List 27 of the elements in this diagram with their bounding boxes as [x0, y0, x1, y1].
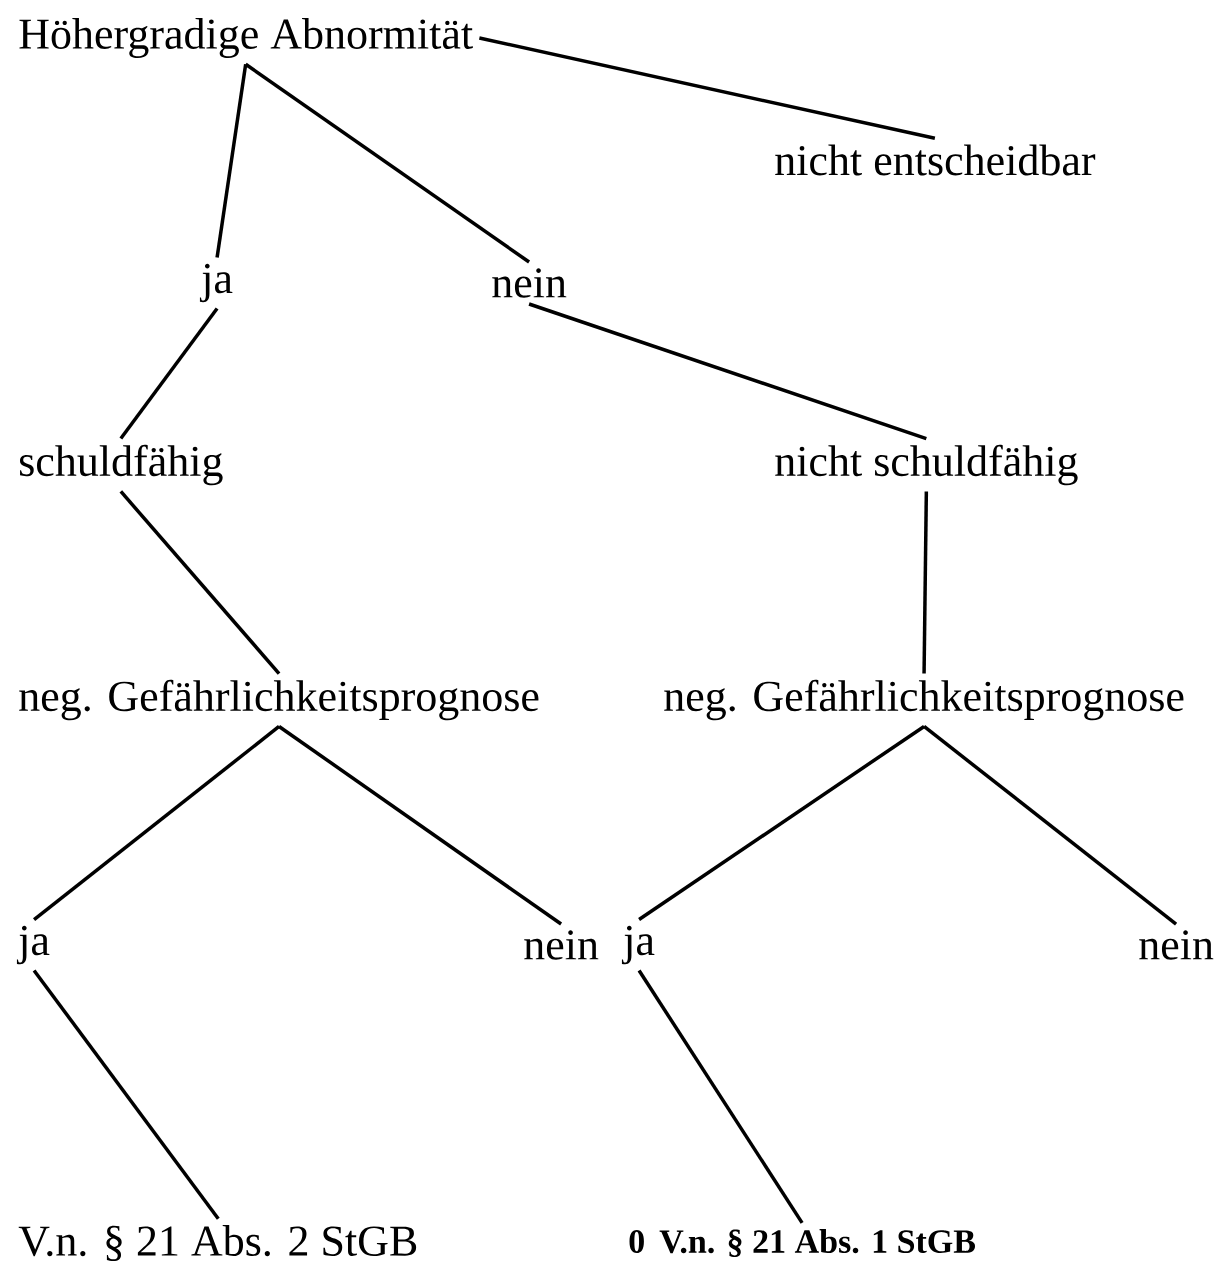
tree-node-label: Höhergradige Abnormität	[19, 18, 473, 58]
tree-line	[278, 725, 563, 926]
tree-line	[637, 969, 804, 1224]
tree-node-label: neg. Gefährlichkeitsprognose	[664, 679, 1184, 721]
tree-line	[32, 969, 220, 1220]
tree-line	[119, 490, 281, 675]
tree-line	[922, 491, 929, 674]
tree-line	[638, 725, 926, 921]
tree-line	[528, 302, 927, 441]
tree-line	[923, 725, 1178, 926]
tree-node-label: ja	[199, 263, 233, 303]
tree-node-label: nein	[1139, 930, 1214, 960]
tree-node-label: schuldfähig	[20, 444, 223, 486]
tree-node-label: neg. Gefährlichkeitsprognose	[19, 679, 539, 721]
tree-node-label: ja	[621, 925, 655, 965]
tree-node-label: nicht schuldfähig	[775, 444, 1078, 486]
tree-node-label: V.n. § 21 Abs. 2 StGB	[18, 1225, 417, 1262]
tree-line	[119, 307, 219, 440]
tree-node-label: ja	[16, 925, 50, 965]
tree-line	[33, 725, 281, 921]
tree-node-label: 0 V.n. § 21 Abs. 1 StGB	[629, 1229, 975, 1257]
tree-node-label: nein	[524, 930, 599, 960]
tree-line	[215, 63, 248, 258]
tree-node-label: nicht entscheidbar	[775, 144, 1096, 176]
tree-node-label: nein	[492, 268, 567, 298]
tree-line	[244, 62, 531, 264]
tree-line	[479, 36, 936, 141]
